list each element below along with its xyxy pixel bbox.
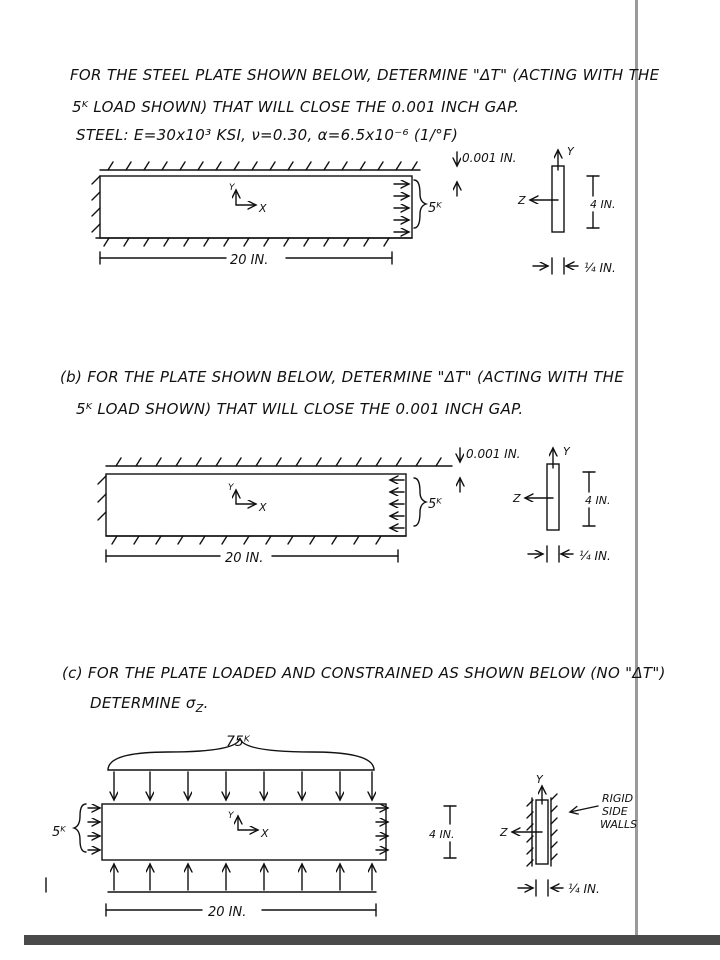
- figure-a-load-label: 5ᴷ: [428, 201, 442, 216]
- page-bottom-bar: [24, 935, 720, 945]
- figure-c-rigid-wall-pointer: [570, 805, 599, 812]
- figure-a-bottom-hatch: [103, 237, 390, 247]
- page-edge-line: [635, 0, 638, 935]
- figure-c-top-load-arrows: [114, 771, 372, 800]
- figure-c-right-side-arrows: [375, 808, 388, 850]
- figure-b-length-label: 20 IN.: [225, 551, 263, 566]
- figure-b-left-hatch: [97, 475, 107, 521]
- figure-b-bottom-hatch: [111, 535, 382, 545]
- figure-b-section: [546, 463, 560, 531]
- figure-c-side-load-label: 5ᴷ: [52, 825, 66, 840]
- figure-c-top-brace: [107, 737, 375, 771]
- problem-a-line-3: STEEL: E=30x10³ KSI, ν=0.30, α=6.5x10⁻⁶ …: [76, 126, 459, 144]
- figure-b: 0.001 IN. 5ᴷ 20 IN. X Y Y Z 4 IN. ¼ IN.: [97, 445, 611, 566]
- figure-c-side-brace: [71, 803, 87, 853]
- figure-b-section-z-label: Z: [512, 492, 521, 505]
- figure-c-x-label: X: [260, 827, 269, 840]
- figure-c-left-side-arrows: [87, 808, 100, 850]
- figure-a: 0.001 IN. 5ᴷ 20 IN. X Y Y Z 4 IN. ¼ IN.: [91, 145, 616, 275]
- figure-a-section: [551, 165, 565, 233]
- figure-c-section-z-label: Z: [499, 826, 508, 839]
- figure-c-rigid-label-2: SIDE: [602, 805, 628, 818]
- figure-a-thickness-label: ¼ IN.: [584, 261, 616, 275]
- figure-c-plate: [101, 803, 387, 861]
- figure-b-y-label: Y: [228, 483, 235, 493]
- figure-c-section-y-label: Y: [536, 773, 544, 786]
- figure-a-load-arrows: [393, 184, 409, 232]
- figure-a-section-z-label: Z: [517, 194, 526, 207]
- figure-a-gap-label: 0.001 IN.: [462, 151, 517, 165]
- figure-c-bottom-load-arrows: [114, 864, 372, 891]
- figure-a-load-brace: [413, 179, 429, 229]
- figure-c-rigid-label-3: WALLS: [600, 818, 637, 831]
- figure-c-thickness-label: ¼ IN.: [568, 882, 600, 896]
- figure-a-section-y-label: Y: [567, 145, 575, 158]
- figure-b-thickness-label: ¼ IN.: [579, 549, 611, 563]
- figure-a-left-hatch: [91, 175, 101, 233]
- figure-b-top-hatch: [115, 457, 442, 467]
- problem-c-line-1: (c) FOR THE PLATE LOADED AND CONSTRAINED…: [62, 664, 666, 682]
- figure-b-x-label: X: [258, 501, 267, 514]
- figure-b-load-arrows: [390, 480, 405, 528]
- figure-c-y-label: Y: [228, 811, 235, 821]
- problem-a-line-1: FOR THE STEEL PLATE SHOWN BELOW, DETERMI…: [70, 66, 660, 84]
- figure-a-top-hatch: [107, 161, 418, 171]
- figure-b-height-label: 4 IN.: [585, 494, 610, 507]
- figure-a-length-label: 20 IN.: [230, 253, 268, 268]
- figure-b-plate: [105, 473, 407, 537]
- problem-c-line-2: DETERMINE σZ.: [90, 694, 209, 715]
- figure-b-load-label: 5ᴷ: [428, 497, 442, 512]
- problem-a-line-2: 5ᴷ LOAD SHOWN) THAT WILL CLOSE THE 0.001…: [72, 98, 520, 116]
- figure-c: 75ᴷ 5ᴷ 20 IN. X Y 4 IN. Y Z RIGID SIDE W…: [52, 734, 637, 920]
- figure-c-right-wall-hatch: [550, 793, 558, 861]
- figure-a-y-label: Y: [229, 183, 236, 193]
- figure-c-rigid-label-1: RIGID: [602, 792, 633, 805]
- figure-c-left-wall-hatch: [526, 799, 534, 867]
- figure-c-height-label: 4 IN.: [429, 828, 454, 841]
- figure-a-height-label: 4 IN.: [590, 198, 615, 211]
- figure-a-plate: [99, 175, 413, 239]
- problem-b-line-1: (b) FOR THE PLATE SHOWN BELOW, DETERMINE…: [60, 368, 625, 386]
- figure-b-section-y-label: Y: [563, 445, 571, 458]
- figure-b-load-brace: [413, 477, 429, 527]
- figure-a-x-label: X: [258, 202, 267, 215]
- figure-c-top-load-label: 75ᴷ: [226, 734, 251, 750]
- figure-b-gap-label: 0.001 IN.: [466, 447, 521, 461]
- figure-c-length-label: 20 IN.: [208, 905, 246, 920]
- problem-b-line-2: 5ᴷ LOAD SHOWN) THAT WILL CLOSE THE 0.001…: [76, 400, 524, 418]
